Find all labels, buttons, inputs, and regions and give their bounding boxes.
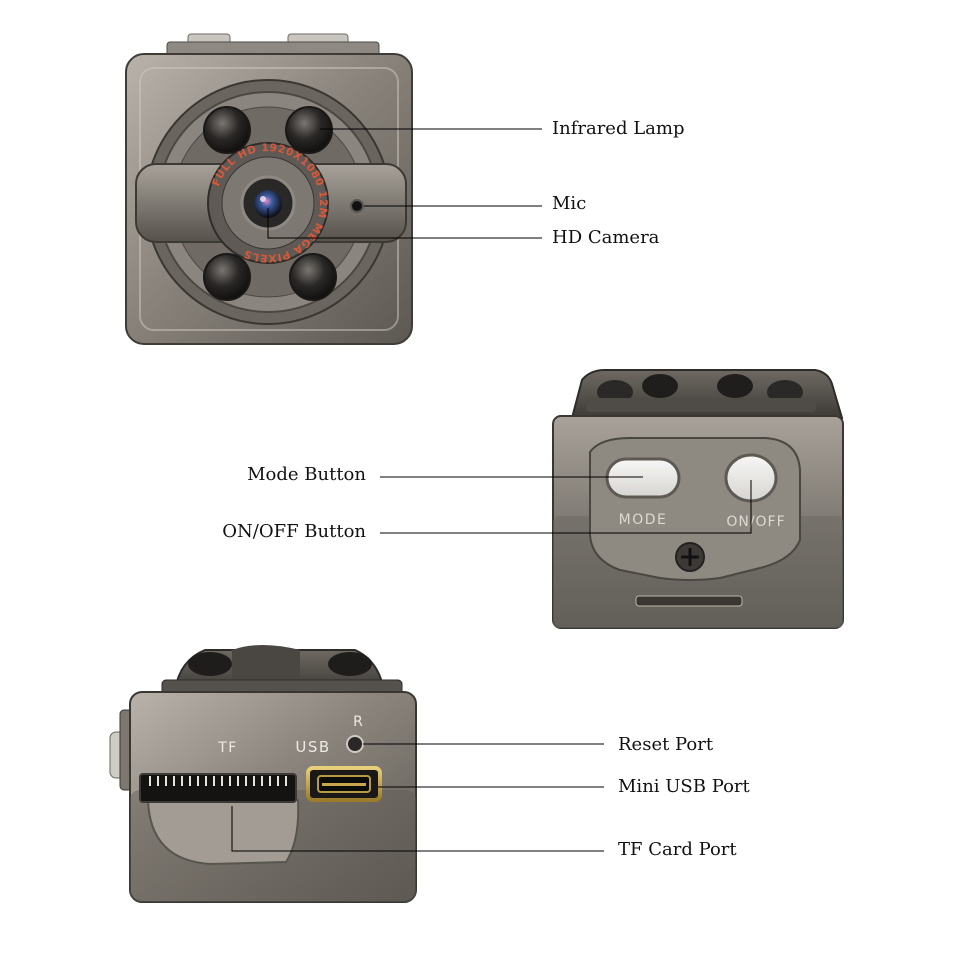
mic-hole <box>350 199 364 213</box>
back-view: MODE ON/OFF <box>380 369 844 629</box>
ir-led-top-left <box>203 106 251 154</box>
reset-engraving: R <box>353 714 363 730</box>
usb-engraving: USB <box>295 738 330 756</box>
ir-led-bottom-left <box>203 253 251 301</box>
ir-led-top-right <box>285 106 333 154</box>
label-mode-button: Mode Button <box>247 464 366 485</box>
leader-on-off-button <box>380 480 752 534</box>
label-mini-usb-port: Mini USB Port <box>618 776 750 797</box>
front-view: FULL HD 1920X1080 12M MEGA PIXELS <box>125 33 542 345</box>
bottom-slot <box>635 595 743 607</box>
tf-card-slot[interactable] <box>139 773 297 803</box>
mode-engraving: MODE <box>619 512 668 528</box>
ir-led-bottom-right <box>289 253 337 301</box>
leader-tf-card-port <box>231 806 604 852</box>
on-off-engraving: ON/OFF <box>726 514 785 530</box>
label-infrared-lamp: Infrared Lamp <box>552 118 685 139</box>
label-hd-camera: HD Camera <box>552 227 660 248</box>
side-view: TF USB R <box>109 645 604 903</box>
mode-button[interactable] <box>605 457 681 499</box>
label-on-off-button: ON/OFF Button <box>222 521 366 542</box>
tf-engraving: TF <box>217 740 238 756</box>
label-reset-port: Reset Port <box>618 734 714 755</box>
label-mic: Mic <box>552 193 587 214</box>
label-tf-card-port: TF Card Port <box>618 839 737 860</box>
leader-hd-camera <box>267 208 542 239</box>
reset-hole[interactable] <box>346 735 364 753</box>
